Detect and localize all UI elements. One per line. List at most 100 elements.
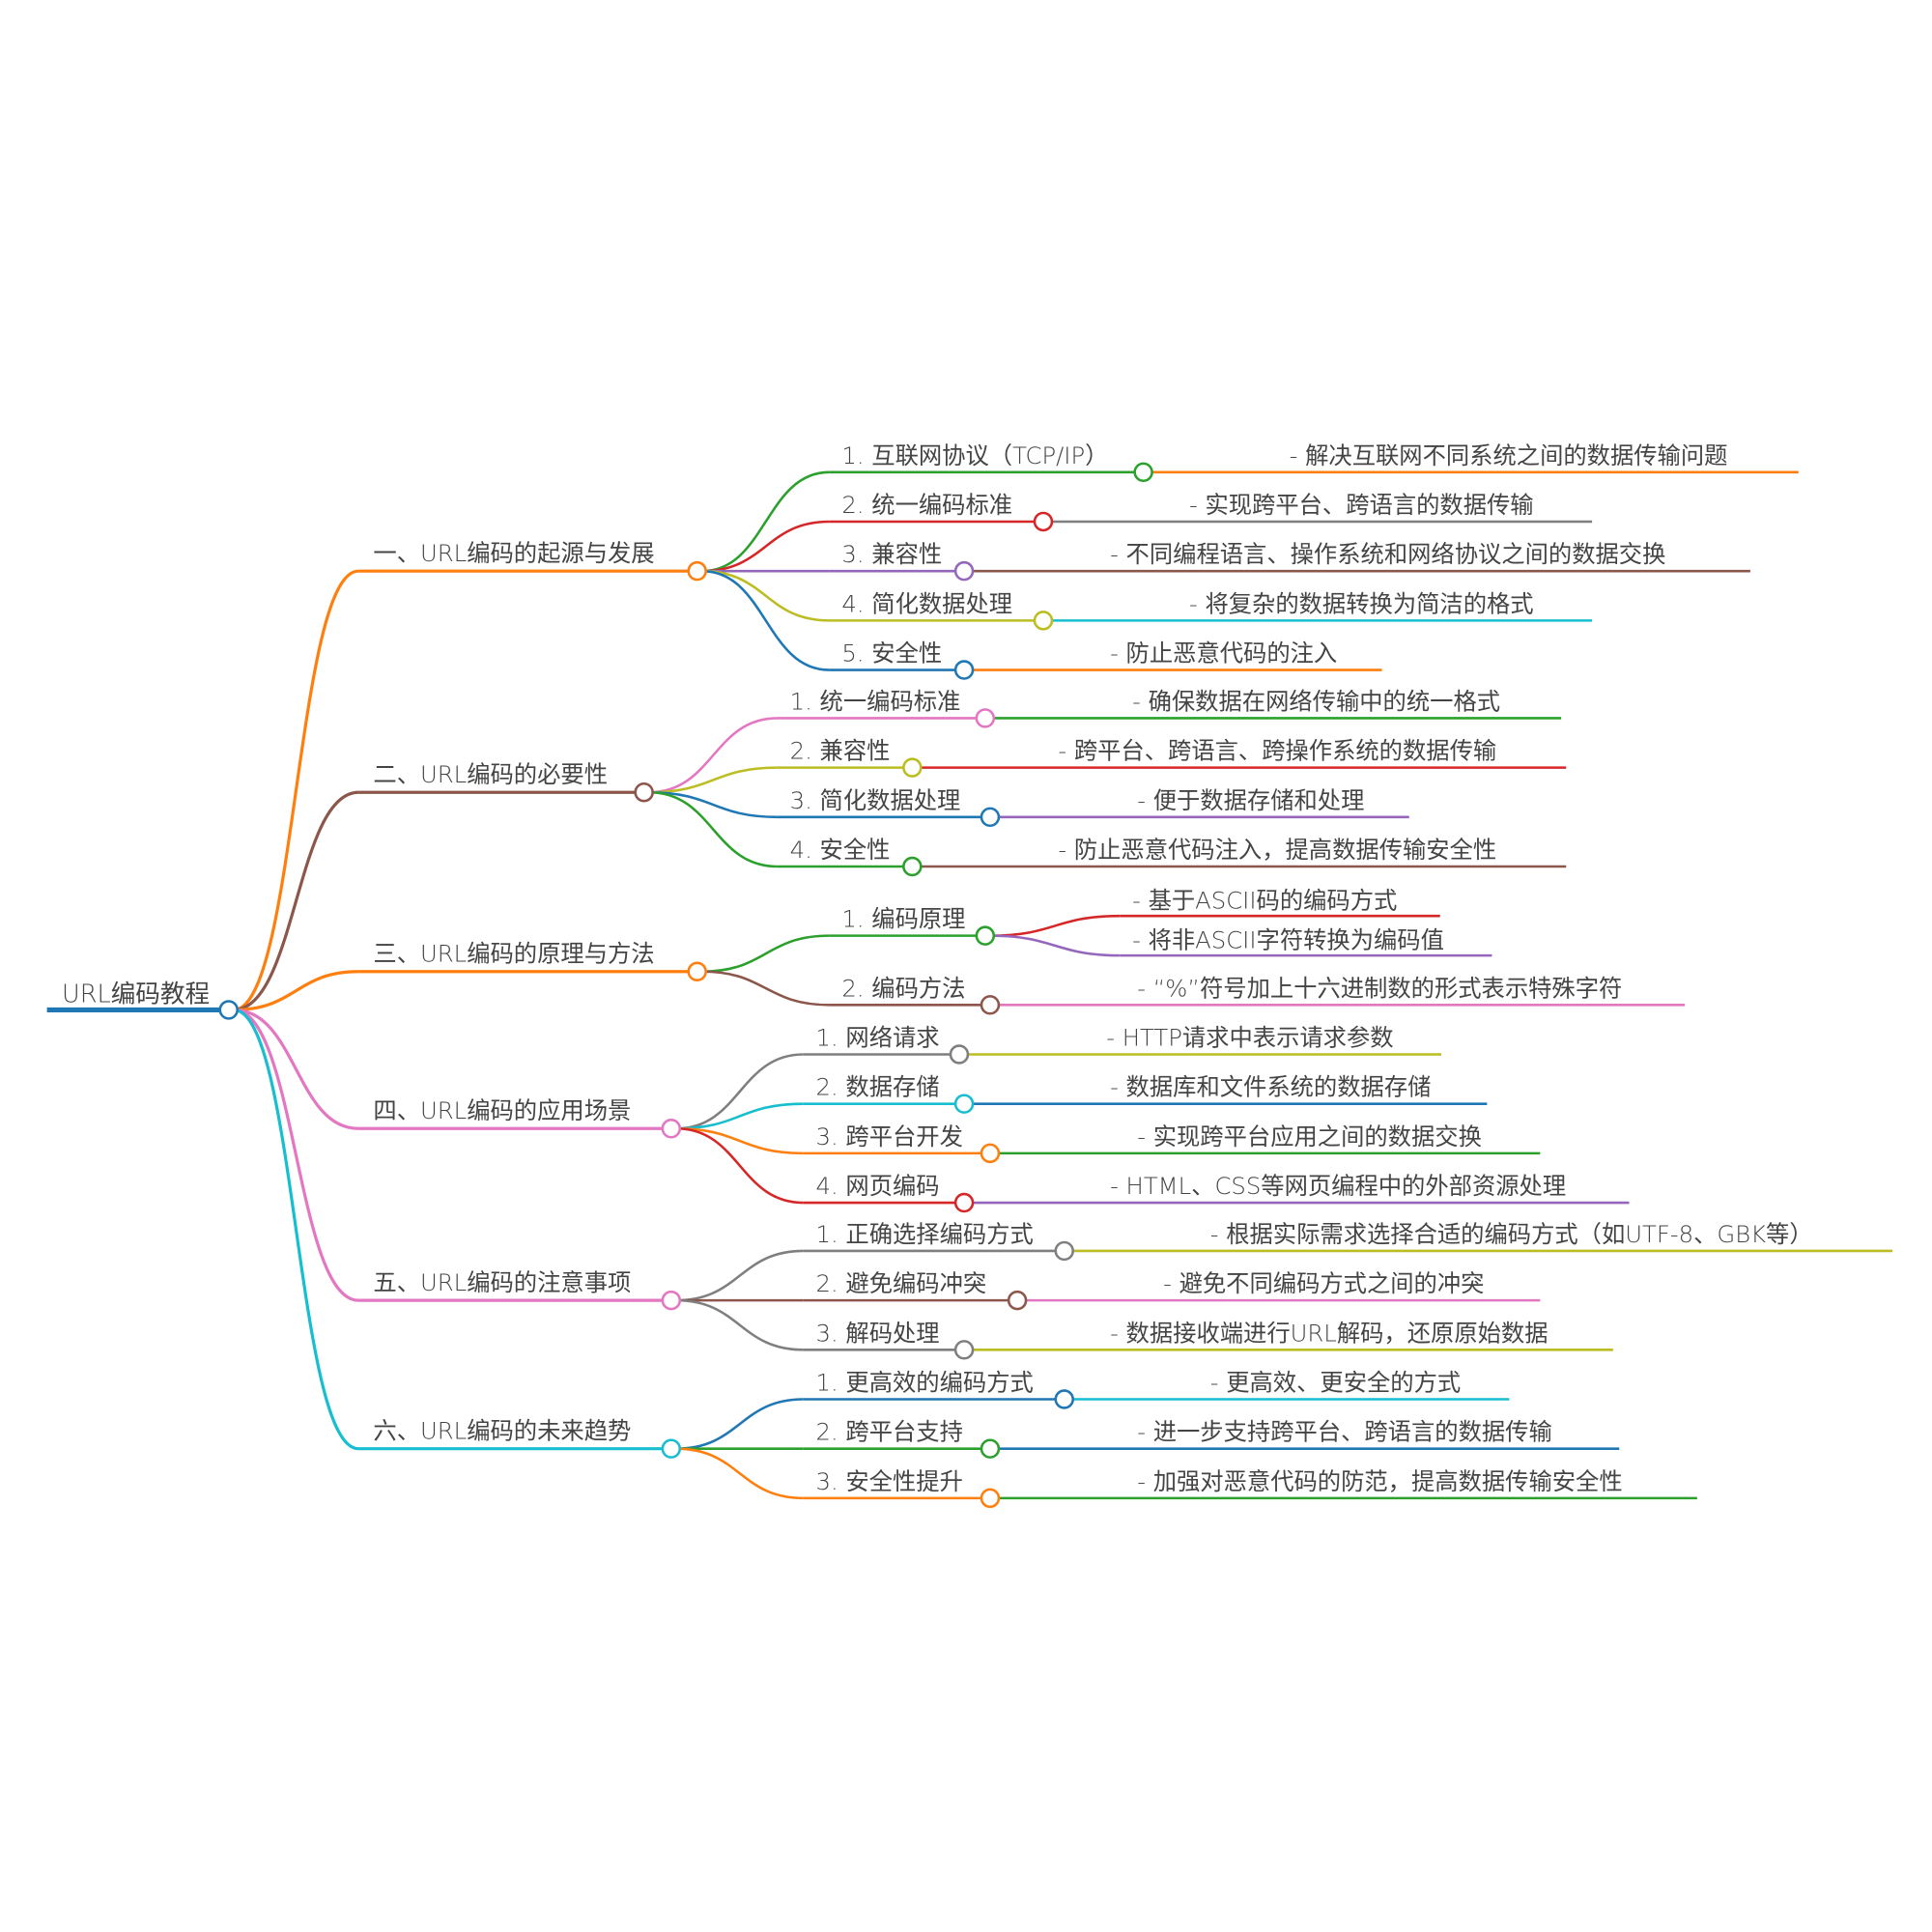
- child-label: 5. 安全性: [841, 639, 942, 668]
- child-label: 3. 解码处理: [816, 1319, 940, 1347]
- child-label: 4. 网页编码: [816, 1172, 940, 1200]
- child-link: [675, 1298, 804, 1351]
- child-node-toggle[interactable]: [980, 807, 1001, 828]
- child-link: [648, 766, 778, 794]
- child-label: 1. 网络请求: [816, 1024, 940, 1052]
- branch-link: [233, 1008, 359, 1130]
- branch-link: [233, 970, 359, 1012]
- branch-label: 三、URL编码的原理与方法: [373, 940, 654, 968]
- branch-node-toggle[interactable]: [661, 1438, 682, 1459]
- child-label: 2. 兼容性: [790, 737, 891, 765]
- leaf-label: - 不同编程语言、操作系统和网络协议之间的数据交换: [1110, 540, 1665, 568]
- child-label: 1. 正确选择编码方式: [816, 1220, 1034, 1248]
- child-label: 3. 安全性提升: [816, 1467, 963, 1495]
- child-link: [701, 934, 830, 974]
- child-node-toggle[interactable]: [980, 1143, 1001, 1164]
- child-link: [648, 790, 778, 868]
- child-link: [675, 1053, 804, 1130]
- child-link: [675, 1447, 804, 1500]
- child-link: [648, 717, 778, 794]
- child-link: [701, 520, 830, 573]
- leaf-label: - 根据实际需求选择合适的编码方式（如UTF-8、GBK等）: [1210, 1220, 1813, 1248]
- leaf-label: - HTTP请求中表示请求参数: [1106, 1024, 1393, 1052]
- leaf-label: - HTML、CSS等网页编程中的外部资源处理: [1110, 1172, 1566, 1200]
- child-node-toggle[interactable]: [1054, 1389, 1074, 1409]
- child-node-toggle[interactable]: [1007, 1290, 1028, 1311]
- child-link: [701, 569, 830, 671]
- child-label: 1. 统一编码标准: [790, 687, 961, 715]
- child-label: 1. 编码原理: [841, 905, 965, 933]
- child-node-toggle[interactable]: [1033, 611, 1054, 631]
- leaf-link: [989, 914, 1121, 937]
- leaf-label: - 跨平台、跨语言、跨操作系统的数据传输: [1058, 737, 1496, 765]
- child-node-toggle[interactable]: [902, 757, 923, 778]
- child-link: [675, 1126, 804, 1155]
- branch-label: 二、URL编码的必要性: [373, 760, 608, 788]
- child-label: 2. 统一编码标准: [841, 491, 1012, 519]
- branch-label: 四、URL编码的应用场景: [373, 1096, 631, 1124]
- child-label: 3. 简化数据处理: [790, 786, 961, 814]
- leaf-label: - 加强对恶意代码的防范，提高数据传输安全性: [1137, 1467, 1622, 1495]
- child-node-toggle[interactable]: [953, 1094, 975, 1114]
- child-node-toggle[interactable]: [980, 995, 1001, 1015]
- child-label: 2. 跨平台支持: [816, 1418, 963, 1446]
- branch-link: [233, 1008, 359, 1302]
- branch-label: 六、URL编码的未来趋势: [373, 1416, 631, 1444]
- child-node-toggle[interactable]: [980, 1438, 1001, 1459]
- child-link: [701, 970, 830, 1007]
- child-node-toggle[interactable]: [1033, 511, 1054, 532]
- leaf-label: - 数据库和文件系统的数据存储: [1110, 1073, 1431, 1101]
- branch-link: [233, 790, 359, 1012]
- child-node-toggle[interactable]: [975, 708, 996, 728]
- child-node-toggle[interactable]: [949, 1044, 970, 1065]
- child-label: 2. 数据存储: [816, 1073, 940, 1101]
- branch-node-toggle[interactable]: [687, 961, 707, 981]
- child-node-toggle[interactable]: [1054, 1240, 1074, 1262]
- branch-node-toggle[interactable]: [661, 1119, 682, 1139]
- child-node-toggle[interactable]: [902, 856, 923, 877]
- child-link: [701, 569, 830, 622]
- leaf-label: - 实现跨平台、跨语言的数据传输: [1189, 491, 1534, 519]
- child-link: [701, 470, 830, 573]
- child-link: [675, 1398, 804, 1450]
- leaf-label: - 进一步支持跨平台、跨语言的数据传输: [1137, 1418, 1552, 1446]
- root-label: URL编码教程: [62, 980, 210, 1009]
- branch-label: 五、URL编码的注意事项: [373, 1268, 631, 1296]
- child-label: 3. 跨平台开发: [816, 1122, 963, 1151]
- child-node-toggle[interactable]: [1133, 462, 1153, 483]
- leaf-label: - “%”符号加上十六进制数的形式表示特殊字符: [1137, 974, 1622, 1002]
- leaf-label: - 数据接收端进行URL解码，还原原始数据: [1110, 1319, 1548, 1347]
- leaf-label: - 解决互联网不同系统之间的数据传输问题: [1290, 441, 1728, 469]
- child-link: [675, 1249, 804, 1302]
- child-label: 1. 互联网协议（TCP/IP）: [841, 441, 1108, 469]
- leaf-label: - 更高效、更安全的方式: [1210, 1369, 1461, 1397]
- leaf-link: [989, 934, 1121, 957]
- child-label: 4. 安全性: [790, 836, 891, 864]
- child-node-toggle[interactable]: [953, 660, 975, 680]
- leaf-label: - 实现跨平台应用之间的数据交换: [1137, 1122, 1482, 1151]
- leaf-label: - 防止恶意代码的注入: [1110, 639, 1337, 668]
- leaf-label: - 便于数据存储和处理: [1137, 786, 1364, 814]
- child-link: [648, 790, 778, 819]
- root-node-toggle[interactable]: [218, 1000, 239, 1020]
- branch-label: 一、URL编码的起源与发展: [373, 539, 654, 567]
- child-node-toggle[interactable]: [980, 1488, 1001, 1509]
- branch-link: [233, 1008, 359, 1451]
- child-node-toggle[interactable]: [975, 925, 996, 946]
- child-label: 4. 简化数据处理: [841, 589, 1012, 617]
- branch-node-toggle[interactable]: [634, 781, 654, 803]
- child-label: 3. 兼容性: [841, 540, 942, 568]
- child-node-toggle[interactable]: [953, 1192, 975, 1213]
- branch-node-toggle[interactable]: [687, 560, 707, 582]
- child-label: 2. 编码方法: [841, 974, 965, 1002]
- child-label: 1. 更高效的编码方式: [816, 1369, 1034, 1397]
- leaf-label: - 基于ASCII码的编码方式: [1132, 886, 1397, 914]
- child-node-toggle[interactable]: [953, 560, 975, 582]
- child-label: 2. 避免编码冲突: [816, 1269, 987, 1297]
- leaf-label: - 避免不同编码方式之间的冲突: [1163, 1269, 1484, 1297]
- leaf-label: - 将复杂的数据转换为简洁的格式: [1189, 589, 1534, 617]
- leaf-label: - 将非ASCII字符转换为编码值: [1132, 925, 1444, 953]
- child-node-toggle[interactable]: [953, 1340, 975, 1360]
- branch-node-toggle[interactable]: [661, 1290, 682, 1311]
